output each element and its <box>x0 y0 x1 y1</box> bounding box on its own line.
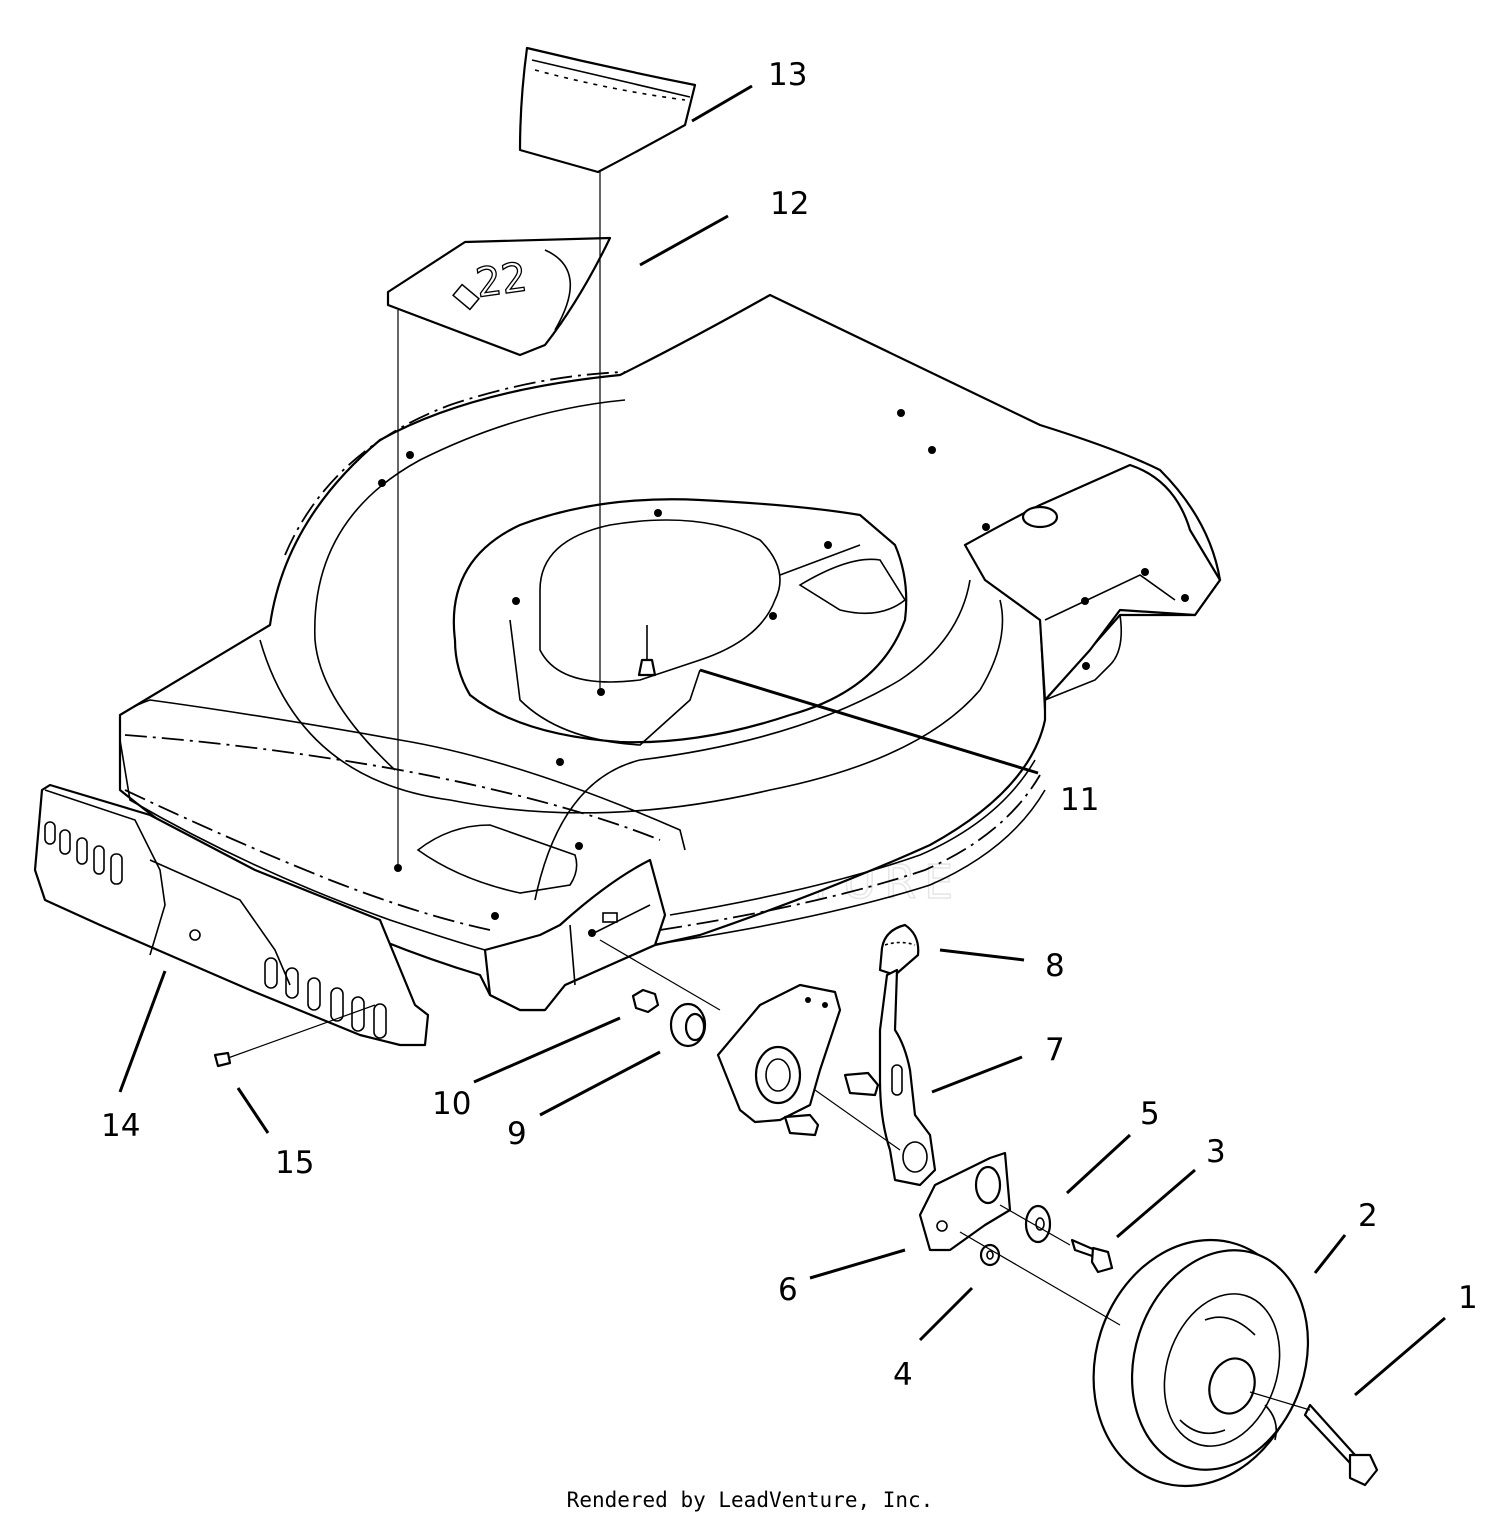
leader-4 <box>918 1286 974 1342</box>
callout-1: 1 <box>1458 1280 1478 1316</box>
callout-6: 6 <box>778 1272 798 1308</box>
deck-dome-dash <box>284 371 626 556</box>
deck-front-edge <box>119 699 686 851</box>
deck-front-dash <box>124 734 661 841</box>
part-13-top-decal <box>518 46 697 174</box>
discharge-chute-ribs <box>798 558 907 615</box>
callout-11: 11 <box>1060 782 1099 818</box>
deck-front-face <box>119 739 491 996</box>
footer-credit: Rendered by LeadVenture, Inc. <box>566 1488 934 1512</box>
callout-12: 12 <box>770 186 809 222</box>
wheel-well-inner <box>569 904 651 986</box>
callout-10: 10 <box>432 1086 471 1122</box>
height-adjuster-plate <box>716 983 880 1137</box>
part-12-size-decal: 22 <box>386 236 612 357</box>
leader-8 <box>939 948 1025 962</box>
front-slot <box>602 912 618 923</box>
leader-13 <box>691 84 753 123</box>
part-14-front-bumper <box>33 783 430 1047</box>
blade-housing <box>452 498 908 744</box>
leader-14 <box>118 970 167 1093</box>
deck-skirt-3 <box>649 789 1046 946</box>
leader-11 <box>699 668 1039 775</box>
leader-6 <box>809 1248 906 1280</box>
leader-15 <box>236 1087 270 1134</box>
blade-opening <box>509 619 701 746</box>
part-7-lever <box>878 968 937 1187</box>
part-9-bushing <box>669 1002 707 1048</box>
deck-skirt-2 <box>659 774 1041 931</box>
leader-9 <box>539 1050 661 1117</box>
leader-3 <box>1116 1168 1196 1239</box>
deck-dome-ring <box>314 399 626 771</box>
callout-7: 7 <box>1045 1032 1065 1068</box>
rear-adjuster-knob <box>1021 505 1059 529</box>
part-2-wheel <box>1092 1238 1310 1488</box>
callout-4: 4 <box>893 1357 913 1393</box>
part-4-washer <box>979 1243 1001 1267</box>
leader-10 <box>473 1016 621 1084</box>
callout-13: 13 <box>768 57 807 93</box>
rear-chute-panel <box>1039 574 1176 716</box>
assembly-guide-lines <box>397 172 1311 1411</box>
part-6-bracket <box>918 1151 1012 1252</box>
part-1-axle-bolt <box>1303 1403 1379 1487</box>
part-10-nut <box>631 988 660 1014</box>
deck-skirt-1 <box>669 759 1036 916</box>
part-15-screw <box>213 1004 376 1068</box>
callout-14: 14 <box>101 1108 140 1144</box>
mower-deck <box>118 293 1222 1012</box>
callout-3: 3 <box>1206 1134 1226 1170</box>
callout-9: 9 <box>507 1116 527 1152</box>
housing-slot <box>779 544 861 576</box>
callout-numbers: 13 12 11 8 7 10 9 14 15 5 3 2 6 4 1 <box>101 57 1478 1393</box>
callout-2: 2 <box>1358 1198 1378 1234</box>
leader-12 <box>639 214 729 267</box>
blade-bolt-icon <box>637 625 657 677</box>
part-3-bolt <box>1070 1238 1114 1274</box>
rear-chute-cutout <box>1044 614 1123 701</box>
leader-7 <box>931 1055 1023 1094</box>
front-badge-recess <box>416 824 578 894</box>
leader-5 <box>1065 1133 1132 1195</box>
leader-1 <box>1354 1316 1446 1397</box>
mounting-holes <box>378 409 1189 937</box>
callout-5: 5 <box>1140 1096 1160 1132</box>
deck-dome-inner <box>259 599 1004 814</box>
part-5-washer <box>1024 1204 1052 1244</box>
decal-logo-mark <box>452 283 480 311</box>
callout-leaders <box>118 84 1446 1397</box>
decal-size-text: 22 <box>473 254 530 307</box>
callout-8: 8 <box>1045 948 1065 984</box>
front-wheel-well <box>483 858 667 1012</box>
deck-lower-dash <box>124 789 491 931</box>
part-8-grip <box>878 923 920 977</box>
deck-dome-ring-2 <box>534 579 971 901</box>
bumper-vents <box>44 821 387 1039</box>
callout-15: 15 <box>275 1145 314 1181</box>
leader-2 <box>1313 1234 1347 1274</box>
